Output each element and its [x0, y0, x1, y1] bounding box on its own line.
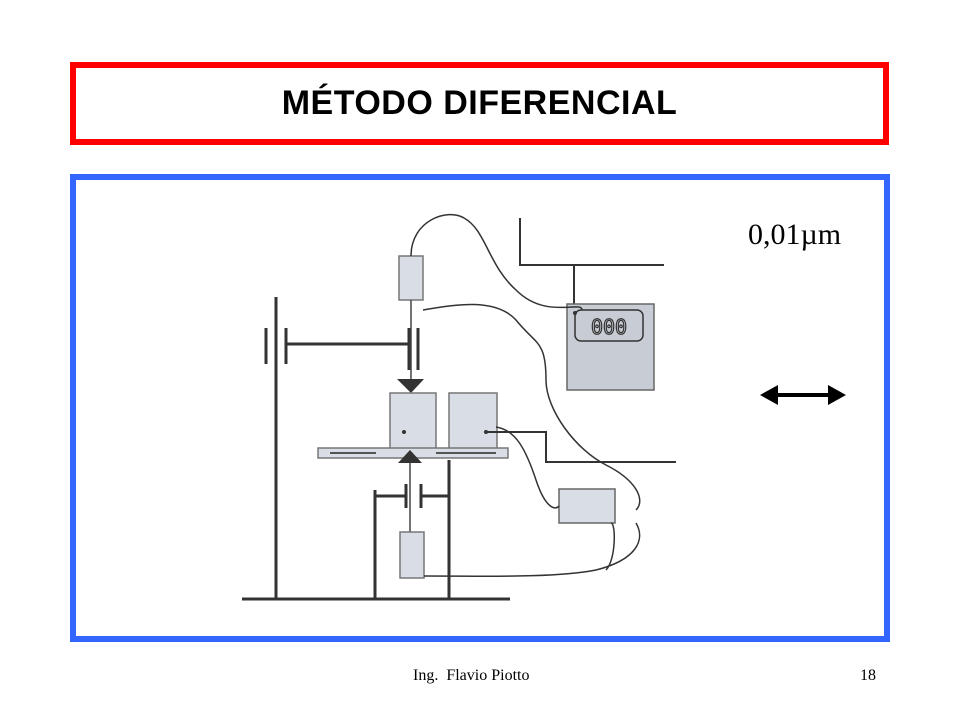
cables — [410, 213, 641, 577]
amplifier-box — [558, 488, 616, 524]
double-arrow-icon — [760, 385, 846, 405]
workpiece-block — [448, 392, 498, 454]
lower-probe-tip — [398, 450, 422, 463]
wall-lines — [486, 218, 676, 463]
resolution-label: 0,01µm — [748, 218, 842, 251]
upper-probe-tip — [397, 379, 424, 393]
page-number: 18 — [860, 667, 876, 684]
title-banner: MÉTODO DIFERENCIAL — [70, 62, 889, 145]
footer-author: Ing. Flavio Piotto — [413, 667, 530, 684]
reference-gauge-block — [389, 392, 437, 454]
upper-probe-sensor — [398, 255, 424, 301]
diagram-panel: 000 0,01µm — [70, 174, 890, 642]
display-reading: 000 — [591, 315, 627, 339]
slide-title: MÉTODO DIFERENCIAL — [281, 84, 678, 122]
display-screen — [574, 309, 644, 342]
lower-probe-sensor — [399, 531, 425, 579]
measurement-setup-diagram: 000 — [242, 213, 676, 601]
